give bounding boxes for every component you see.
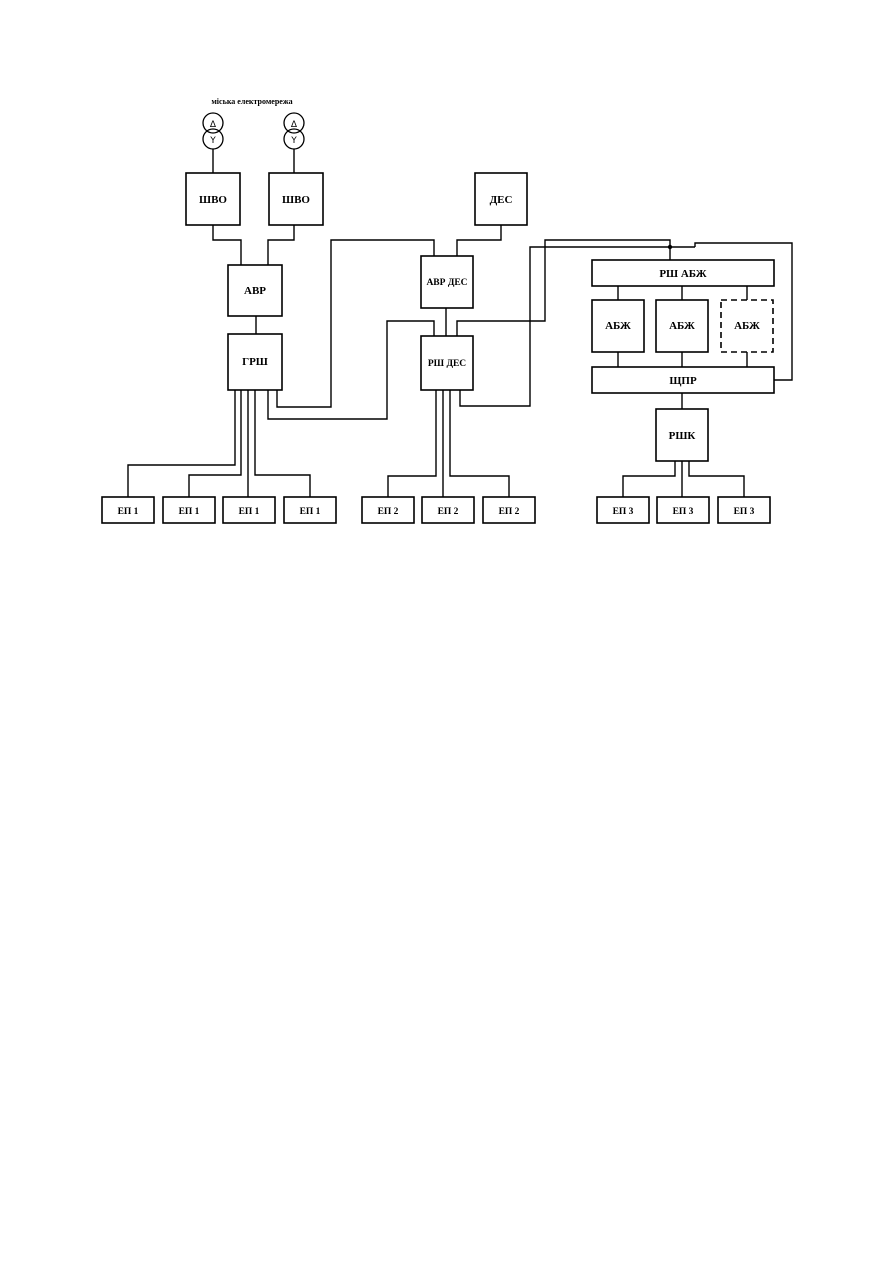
avr-box: АВР — [227, 264, 283, 317]
rsh-abzh-box: РШ АБЖ — [591, 259, 775, 287]
transformer-right-icon: Δ Y — [283, 112, 305, 150]
ep1-d-box: ЕП 1 — [283, 496, 337, 524]
shpr-box: ЩПР — [591, 366, 775, 394]
transformer-left-star: Y — [209, 136, 216, 146]
des-label: ДЕС — [490, 194, 513, 206]
transformer-right-star: Y — [290, 136, 297, 146]
abzh-3-label: АБЖ — [734, 320, 760, 332]
avr-des-label: АВР ДЕС — [426, 278, 467, 288]
abzh-3-box: АБЖ — [720, 299, 774, 353]
city-grid-caption: міська електромережа — [211, 97, 292, 106]
rsh-abzh-label: РШ АБЖ — [659, 268, 706, 280]
abzh-1-label: АБЖ — [605, 320, 631, 332]
ep1-a-label: ЕП 1 — [118, 507, 139, 517]
abzh-2-label: АБЖ — [669, 320, 695, 332]
grsh-box: ГРШ — [227, 333, 283, 391]
rshk-box: РШК — [655, 408, 709, 462]
ep3-a-box: ЕП 3 — [596, 496, 650, 524]
rsh-des-box: РШ ДЕС — [420, 335, 474, 391]
ep3-b-box: ЕП 3 — [656, 496, 710, 524]
ep1-c-label: ЕП 1 — [239, 507, 260, 517]
shpr-label: ЩПР — [669, 375, 697, 387]
ep1-a-box: ЕП 1 — [101, 496, 155, 524]
ep2-c-label: ЕП 2 — [499, 507, 520, 517]
rsh-des-label: РШ ДЕС — [428, 359, 466, 369]
shvo-left-label: ШВО — [199, 194, 227, 206]
wires — [127, 149, 793, 497]
grsh-label: ГРШ — [242, 356, 268, 368]
ep2-c-box: ЕП 2 — [482, 496, 536, 524]
avr-label: АВР — [244, 285, 266, 297]
shvo-right-label: ШВО — [282, 194, 310, 206]
ep1-c-box: ЕП 1 — [222, 496, 276, 524]
ep3-b-label: ЕП 3 — [673, 507, 694, 517]
des-box: ДЕС — [474, 172, 528, 226]
abzh-1-box: АБЖ — [591, 299, 645, 353]
ep2-b-box: ЕП 2 — [421, 496, 475, 524]
transformer-left-icon: Δ Y — [202, 112, 224, 150]
transformer-right-delta: Δ — [291, 120, 298, 130]
ep3-c-box: ЕП 3 — [717, 496, 771, 524]
ep1-b-box: ЕП 1 — [162, 496, 216, 524]
shvo-left-box: ШВО — [185, 172, 241, 226]
ep1-d-label: ЕП 1 — [300, 507, 321, 517]
ep3-c-label: ЕП 3 — [734, 507, 755, 517]
avr-des-box: АВР ДЕС — [420, 255, 474, 309]
ep2-b-label: ЕП 2 — [438, 507, 459, 517]
abzh-2-box: АБЖ — [655, 299, 709, 353]
transformer-left-delta: Δ — [210, 120, 217, 130]
ep3-a-label: ЕП 3 — [613, 507, 634, 517]
ep2-a-label: ЕП 2 — [378, 507, 399, 517]
ep1-b-label: ЕП 1 — [179, 507, 200, 517]
shvo-right-box: ШВО — [268, 172, 324, 226]
ep2-a-box: ЕП 2 — [361, 496, 415, 524]
rshk-label: РШК — [669, 430, 696, 442]
